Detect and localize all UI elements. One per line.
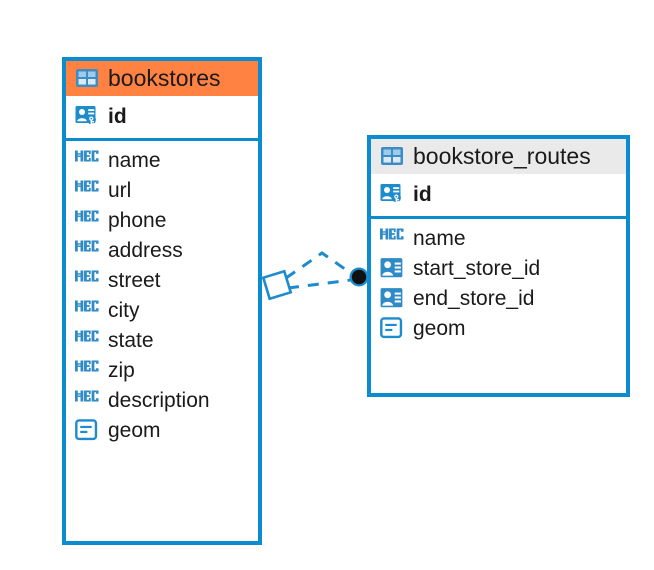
relationship-target-circle-icon [349,267,369,287]
entity-bookstores[interactable]: bookstores [62,57,262,545]
text-abc-icon [75,269,99,291]
field-label: name [413,226,466,250]
entity-header-bookstore-routes[interactable]: bookstore_routes [371,139,626,174]
primary-key-section-bookstores: id [66,96,258,141]
field-row-zip[interactable]: zip [75,355,249,385]
table-grid-icon [380,146,404,168]
primary-key-icon [75,105,99,127]
field-label: geom [413,316,466,340]
entity-title: bookstores [108,65,221,91]
field-row-street[interactable]: street [75,265,249,295]
text-abc-icon [75,149,99,171]
entity-title: bookstore_routes [413,143,591,169]
field-row-primary-key[interactable]: id [380,179,617,209]
table-grid-icon [75,68,99,90]
text-abc-icon [75,389,99,411]
field-row-url[interactable]: url [75,175,249,205]
relationship-line-upper [285,251,353,280]
field-label: name [108,148,161,172]
field-label: url [108,178,132,202]
field-row-phone[interactable]: phone [75,205,249,235]
field-row-geom[interactable]: geom [380,313,617,343]
field-row-description[interactable]: description [75,385,249,415]
field-row-state[interactable]: state [75,325,249,355]
text-abc-icon [75,359,99,381]
field-label: geom [108,418,161,442]
primary-key-section-bookstore-routes: id [371,174,626,219]
field-label: description [108,388,210,412]
field-row-name[interactable]: name [380,223,617,253]
text-abc-icon [75,299,99,321]
field-label: phone [108,208,167,232]
field-row-name[interactable]: name [75,145,249,175]
text-abc-icon [380,227,404,249]
relationship-source-diamond-icon [261,269,293,301]
field-label: city [108,298,140,322]
text-abc-icon [75,329,99,351]
field-row-end-store-id[interactable]: end_store_id [380,283,617,313]
fields-section-bookstores: name url [66,141,258,451]
field-label: zip [108,358,135,382]
geometry-icon [380,317,404,339]
field-label: state [108,328,154,352]
text-abc-icon [75,179,99,201]
field-row-address[interactable]: address [75,235,249,265]
field-label: address [108,238,183,262]
fields-section-bookstore-routes: name start_store_id [371,219,626,349]
relationship-line-lower [287,278,352,290]
field-row-city[interactable]: city [75,295,249,325]
field-label: start_store_id [413,256,541,280]
foreign-key-icon [380,287,404,309]
field-label: id [108,104,127,128]
text-abc-icon [75,209,99,231]
entity-bookstore-routes[interactable]: bookstore_routes [367,135,630,397]
field-label: street [108,268,161,292]
geometry-icon [75,419,99,441]
field-row-start-store-id[interactable]: start_store_id [380,253,617,283]
field-label: end_store_id [413,286,535,310]
field-row-geom[interactable]: geom [75,415,249,445]
text-abc-icon [75,239,99,261]
primary-key-icon [380,183,404,205]
field-label: id [413,182,432,206]
entity-header-bookstores[interactable]: bookstores [66,61,258,96]
foreign-key-icon [380,257,404,279]
field-row-primary-key[interactable]: id [75,101,249,131]
